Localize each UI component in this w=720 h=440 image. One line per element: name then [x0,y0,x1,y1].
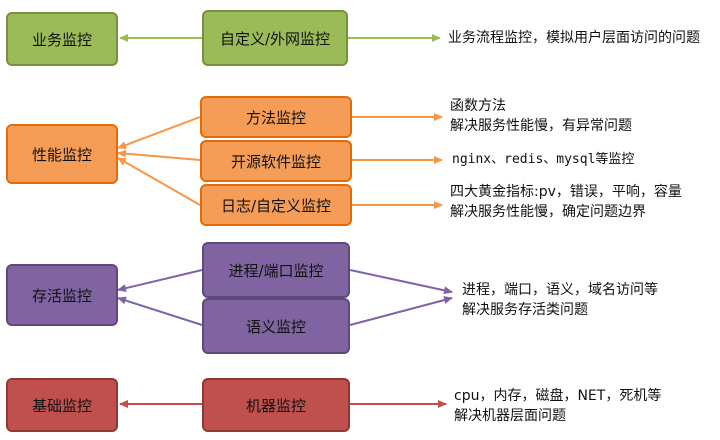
desc-basic: cpu，内存，磁盘，NET，死机等 解决机器层面问题 [454,386,661,426]
arrow-opensource-left [117,149,201,161]
desc-business-line-1: 业务流程监控，模拟用户层面访问的问题 [448,30,700,46]
desc-log: 四大黄金指标:pv，错误，平响，容量 解决服务性能慢，确定问题边界 [450,182,682,222]
arrow-log-left [117,157,201,206]
arrow-semantic-right [349,296,453,326]
desc-basic-line-1: cpu，内存，磁盘，NET，死机等 [454,388,662,404]
desc-log-line-1: 四大黄金指标:pv，错误，平响，容量 [450,184,682,200]
desc-opensource: nginx、redis、mysql等监控 [452,150,634,170]
desc-method: 函数方法 解决服务性能慢，有异常问题 [450,96,632,136]
item-machine-monitoring: 机器监控 [202,378,350,432]
item-process-port-monitoring: 进程/端口监控 [202,242,350,298]
item-custom-external-monitoring: 自定义/外网监控 [202,10,348,66]
category-basic-monitoring: 基础监控 [6,378,118,432]
item-method-monitoring: 方法监控 [200,96,352,138]
category-survival-monitoring: 存活监控 [6,264,118,326]
desc-method-line-2: 解决服务性能慢，有异常问题 [450,118,632,134]
item-semantic-monitoring: 语义监控 [202,298,350,354]
item-log-custom-monitoring: 日志/自定义监控 [200,184,352,226]
arrow-process-left [117,269,203,293]
category-business-monitoring: 业务监控 [6,12,118,66]
desc-business: 业务流程监控，模拟用户层面访问的问题 [448,28,700,48]
desc-method-line-1: 函数方法 [450,98,506,114]
arrow-semantic-left [117,296,203,326]
desc-opensource-line-1: nginx、redis、mysql等监控 [452,152,635,167]
arrow-method-left [117,116,201,149]
arrow-process-right [349,269,453,295]
desc-basic-line-2: 解决机器层面问题 [454,408,566,424]
category-performance-monitoring: 性能监控 [6,124,118,184]
desc-survival-line-2: 解决服务存活类问题 [462,302,588,318]
desc-log-line-2: 解决服务性能慢，确定问题边界 [450,204,646,220]
desc-survival-line-1: 进程，端口，语义，域名访问等 [462,282,658,298]
item-opensource-monitoring: 开源软件监控 [200,140,352,182]
desc-survival: 进程，端口，语义，域名访问等 解决服务存活类问题 [462,280,658,320]
